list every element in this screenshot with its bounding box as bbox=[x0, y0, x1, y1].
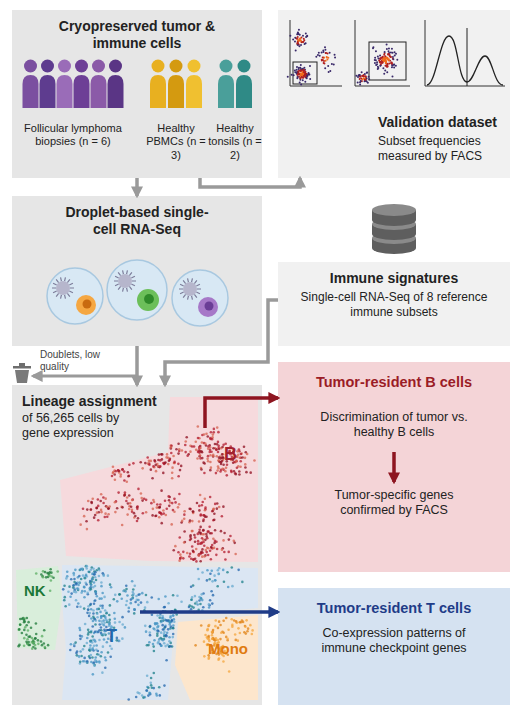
cluster-label: T bbox=[106, 626, 117, 648]
flow-arrow bbox=[135, 178, 139, 196]
database-disk bbox=[372, 210, 416, 226]
box-text: Follicular lymphoma biopsies (n = 6) bbox=[18, 122, 128, 149]
flow-arrow bbox=[135, 346, 139, 385]
box-heading: Immune signatures bbox=[278, 270, 510, 287]
box-heading: Tumor-resident B cells bbox=[278, 374, 510, 392]
flow-arrow bbox=[200, 178, 300, 187]
trash-body bbox=[15, 370, 29, 383]
database-disk-top bbox=[372, 204, 416, 216]
box-text: of 56,265 cells by gene expression bbox=[22, 411, 137, 442]
discard-arrow bbox=[33, 375, 137, 378]
process-box: Validation datasetSubset frequencies mea… bbox=[278, 10, 510, 178]
box-text: Tumor-specific genes confirmed by FACS bbox=[314, 488, 474, 519]
trash-icon bbox=[13, 363, 31, 383]
process-box: Tumor-resident T cellsCo-expression patt… bbox=[278, 588, 510, 705]
cluster-label: Mono bbox=[208, 640, 248, 658]
database-disk-top bbox=[372, 232, 416, 244]
box-text: Healthy tonsils (n = 2) bbox=[208, 122, 262, 162]
database-icon bbox=[372, 204, 416, 254]
box-text: Single-cell RNA-Seq of 8 reference immun… bbox=[298, 290, 490, 319]
trash-lid bbox=[13, 366, 31, 369]
annotation-note: Doublets, low quality bbox=[40, 349, 104, 373]
flow-arrow bbox=[262, 396, 278, 400]
trash-handle bbox=[19, 363, 25, 366]
box-heading: Validation dataset bbox=[378, 114, 506, 131]
box-text: Discrimination of tumor vs. healthy B ce… bbox=[314, 410, 474, 441]
database-disk bbox=[372, 238, 416, 254]
box-text: Co-expression patterns of immune checkpo… bbox=[308, 626, 480, 657]
cluster-label: B bbox=[224, 444, 237, 466]
box-heading: Lineage assignment bbox=[22, 393, 182, 410]
cluster-label: NK bbox=[24, 582, 46, 600]
process-box: Cryopreserved tumor & immune cellsFollic… bbox=[12, 10, 262, 178]
flow-arrow bbox=[262, 610, 278, 614]
box-heading: Tumor-resident T cells bbox=[278, 600, 510, 618]
box-heading: Droplet-based single-cell RNA-Seq bbox=[62, 204, 212, 238]
box-heading: Cryopreserved tumor & immune cells bbox=[52, 18, 222, 52]
box-text: Healthy PBMCs (n = 3) bbox=[140, 122, 212, 162]
box-text: Subset frequencies measured by FACS bbox=[378, 134, 498, 163]
database-disk-top bbox=[372, 218, 416, 230]
process-box: Tumor-resident B cellsDiscrimination of … bbox=[278, 362, 510, 572]
database-disk bbox=[372, 224, 416, 240]
process-box: Droplet-based single-cell RNA-Seq bbox=[12, 196, 262, 346]
process-box: Immune signaturesSingle-cell RNA-Seq of … bbox=[278, 262, 510, 346]
